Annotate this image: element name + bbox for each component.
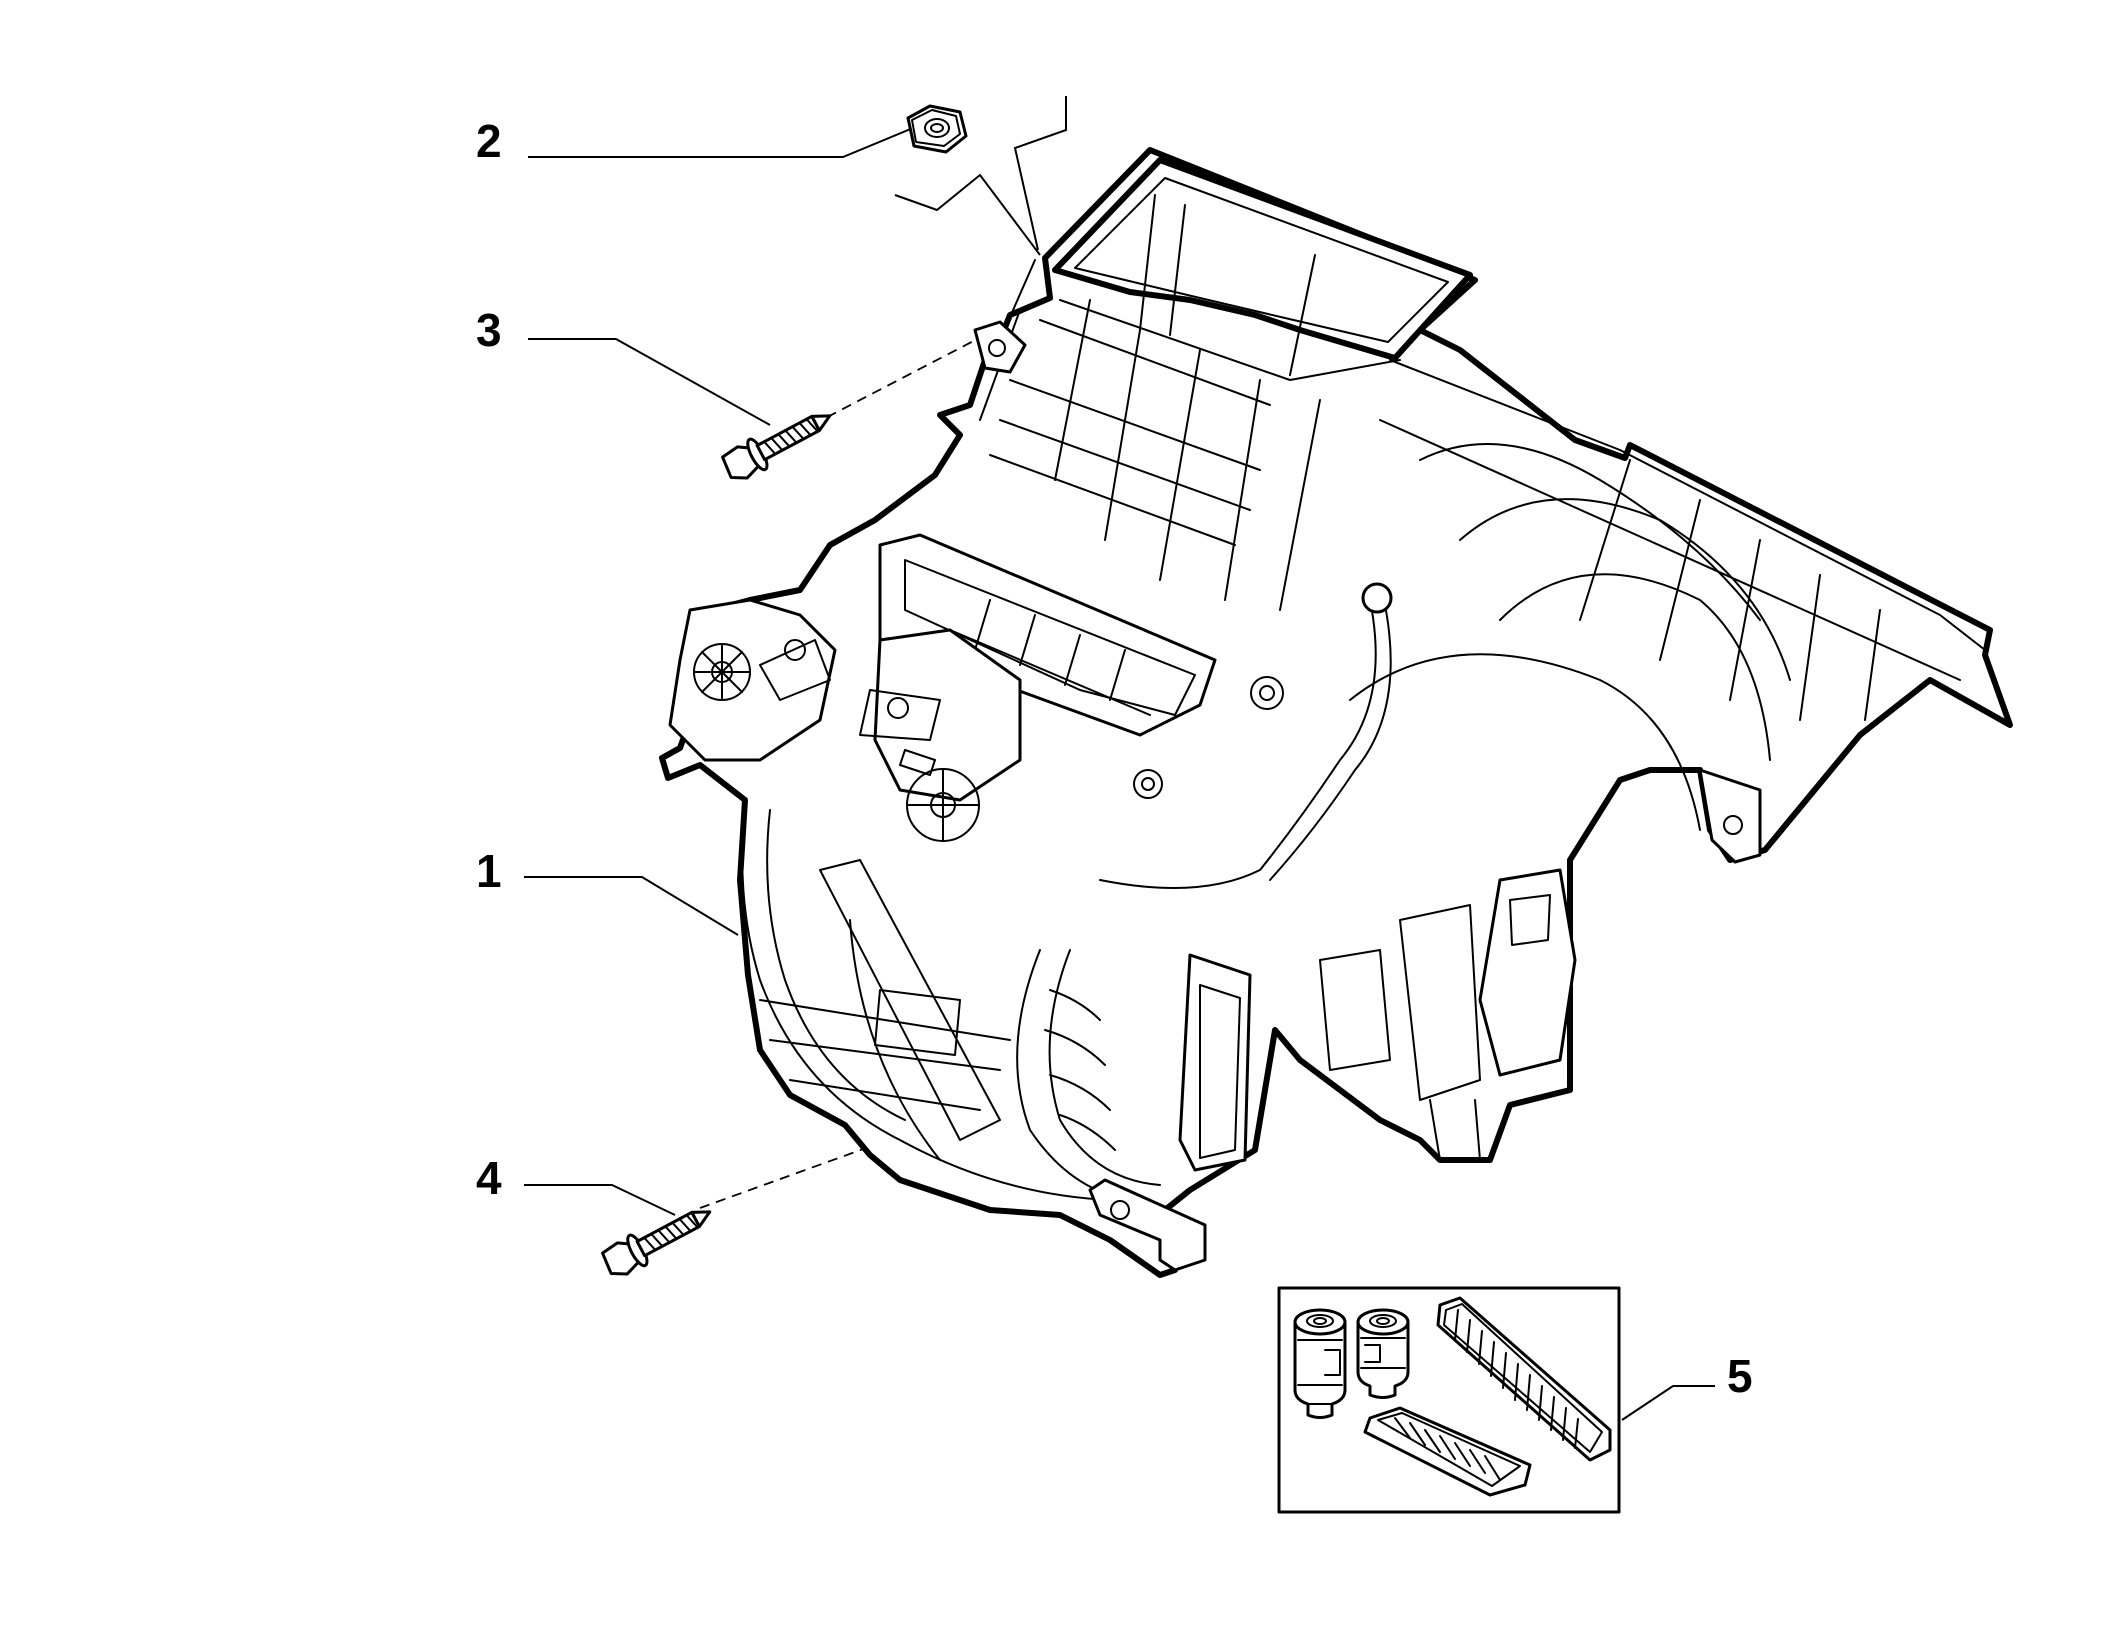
leader-lines: [524, 96, 1715, 1421]
hvac-unit-assembly-icon: [659, 147, 2013, 1278]
leader-1: [524, 876, 739, 936]
callout-3: 3: [476, 304, 502, 356]
cabin-filter-icon: [1363, 1406, 1532, 1497]
air-filter-icon: [1436, 1296, 1612, 1462]
filter-kit-icon: [1277, 1286, 1621, 1514]
callout-1: 1: [476, 845, 502, 897]
flanged-screw-icon: [601, 1210, 712, 1276]
dashed-install-line-4: [699, 1142, 881, 1209]
leader-4: [524, 1184, 676, 1216]
leader-3: [528, 338, 771, 426]
callout-4: 4: [476, 1152, 502, 1204]
oil-filter-icon: [1356, 1308, 1410, 1399]
callout-2: 2: [476, 115, 502, 167]
oil-filter-icon: [1293, 1308, 1347, 1419]
break-line-2: [894, 173, 1041, 256]
dashed-install-line-3: [811, 334, 986, 426]
break-line: [1013, 96, 1067, 251]
leader-2: [528, 127, 914, 158]
flanged-screw-icon: [721, 414, 832, 480]
callout-5: 5: [1727, 1350, 1753, 1402]
hex-nut-icon: [906, 104, 968, 154]
leader-5: [1621, 1385, 1715, 1421]
